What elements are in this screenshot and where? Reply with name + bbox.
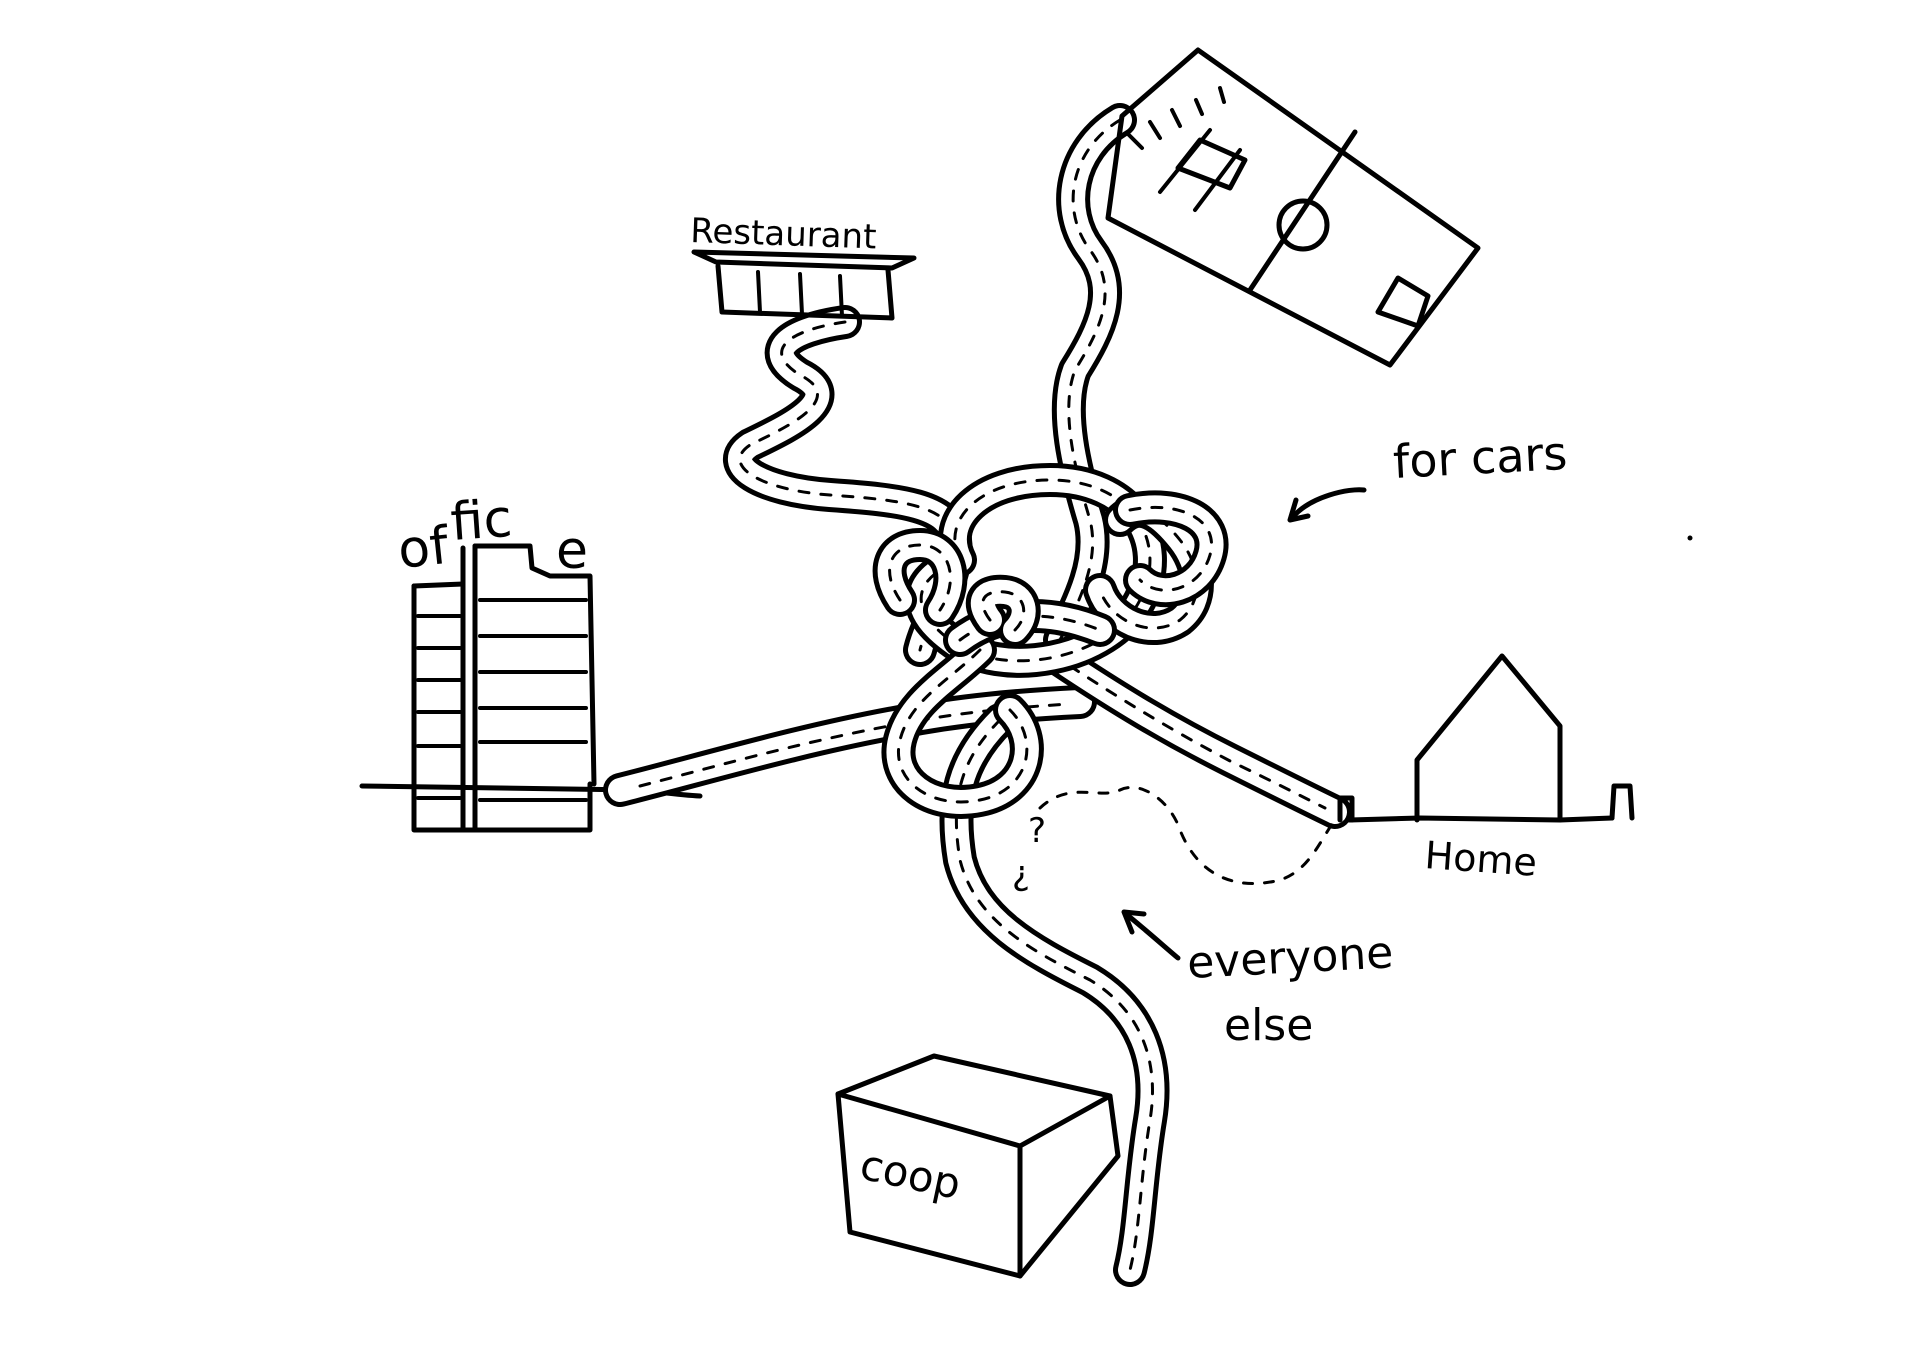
road-network xyxy=(603,103,1352,1287)
house-icon xyxy=(1337,653,1635,823)
label-coop: coop xyxy=(856,1140,965,1209)
arrow-everyone-else xyxy=(1121,909,1181,961)
road-tangle xyxy=(872,463,1229,819)
label-home: Home xyxy=(1423,833,1538,885)
road-home xyxy=(1043,643,1352,829)
office-building-icon xyxy=(411,543,597,833)
restaurant-icon xyxy=(691,249,917,321)
label-office-part2: fic xyxy=(449,489,514,553)
store-box-icon xyxy=(835,1053,1121,1279)
label-question-2: ? xyxy=(1012,857,1030,897)
label-for-cars: for cars xyxy=(1392,426,1569,489)
label-office-part3: e xyxy=(556,521,588,581)
road-stadium xyxy=(1043,103,1137,657)
stray-dot xyxy=(1687,535,1693,541)
label-restaurant: Restaurant xyxy=(690,211,877,257)
label-office-part1: of xyxy=(395,516,453,581)
label-everyone: everyone xyxy=(1186,927,1395,989)
label-else: else xyxy=(1224,1000,1313,1051)
football-field-icon xyxy=(1105,47,1481,368)
foot-path xyxy=(1038,785,1337,885)
label-question-1: ? xyxy=(1028,811,1046,851)
arrow-for-cars xyxy=(1287,487,1367,523)
